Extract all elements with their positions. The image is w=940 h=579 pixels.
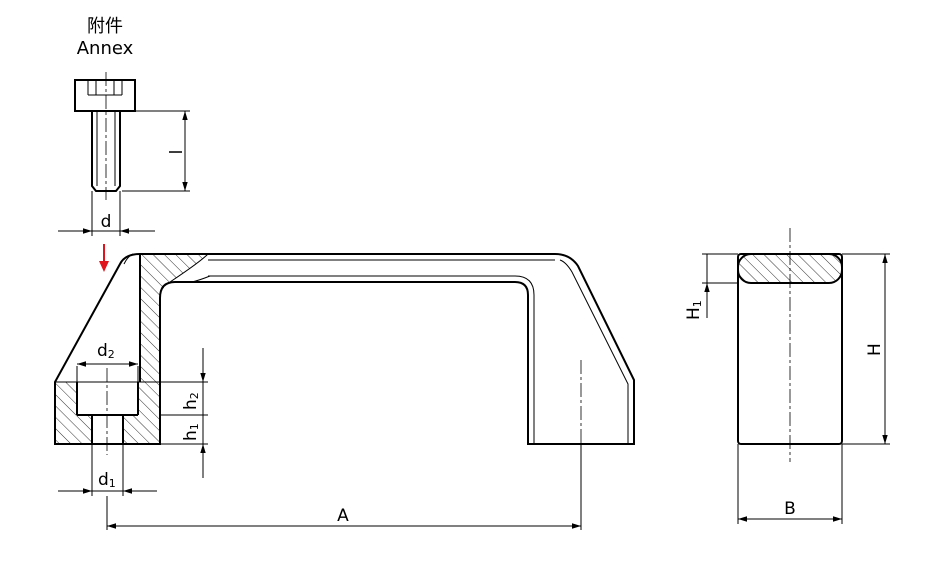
dim-label-H: H xyxy=(865,343,885,356)
hatched-section-left xyxy=(55,382,77,444)
annex-screw: 附件 Annex l d xyxy=(58,16,190,236)
dim-label-d1: d1 xyxy=(98,470,116,490)
dim-label-d2: d2 xyxy=(97,341,115,361)
hatched-section-upper xyxy=(140,254,208,382)
dim-label-H1: H1 xyxy=(684,300,704,320)
dim-label-A: A xyxy=(337,506,349,526)
annex-title-cn: 附件 xyxy=(87,16,123,37)
dim-label-l: l xyxy=(167,150,187,155)
annex-title-en: Annex xyxy=(77,38,134,59)
dim-label-d: d xyxy=(101,212,112,232)
dim-label-h1: h1 xyxy=(181,423,201,441)
red-arrow-marker xyxy=(99,244,109,272)
screw-head xyxy=(74,79,136,112)
handle-side-view: H1 H B xyxy=(684,228,890,524)
dim-label-B: B xyxy=(784,499,796,519)
handle-front-view: d2 d1 h2 h1 A xyxy=(54,253,635,530)
dim-label-h2: h2 xyxy=(181,392,201,410)
hatched-section-right xyxy=(138,382,160,444)
